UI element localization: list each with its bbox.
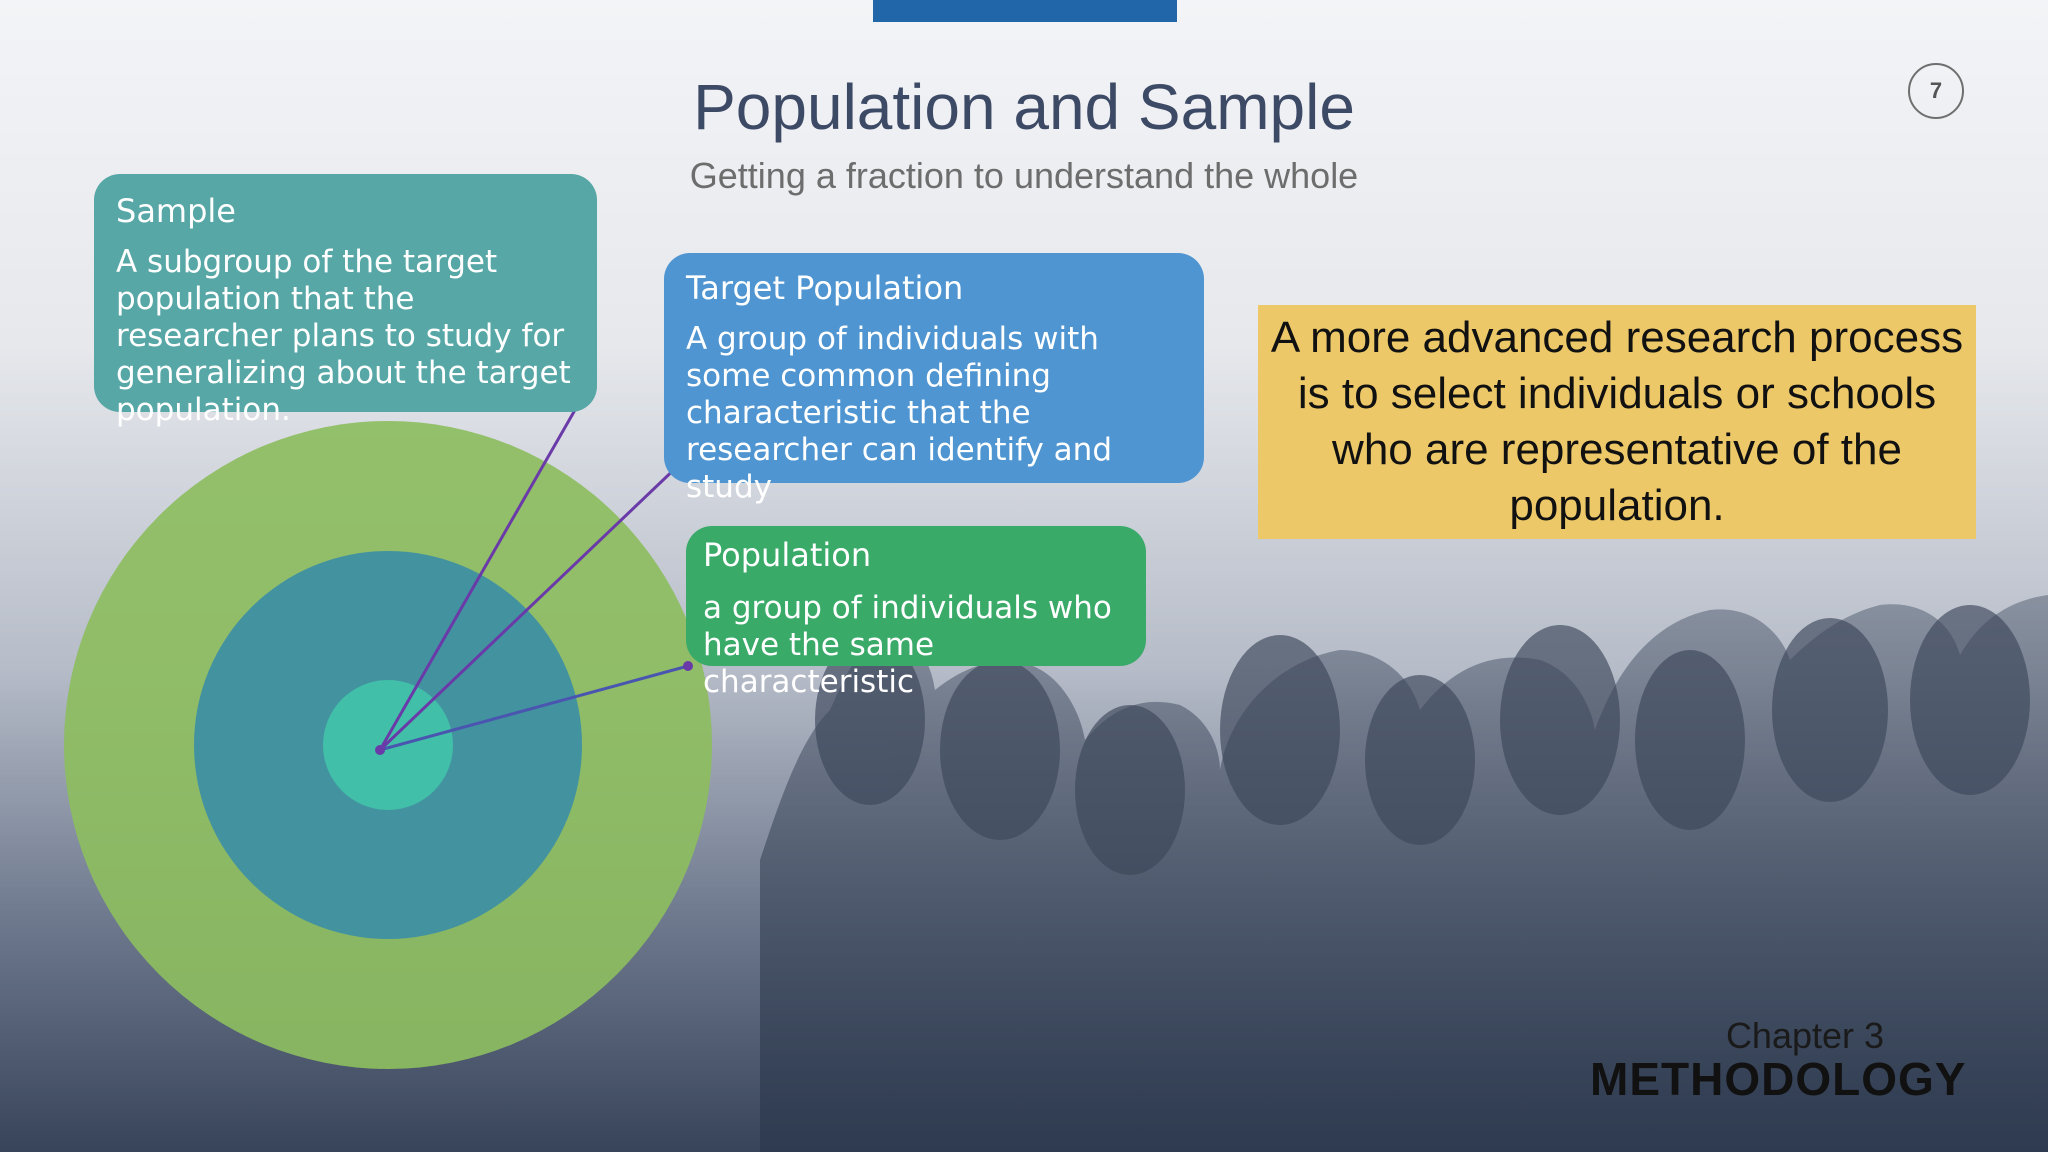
callout-target-body: A group of individuals with some common … bbox=[686, 321, 1182, 506]
note-box: A more advanced research process is to s… bbox=[1258, 305, 1976, 539]
accent-bar bbox=[873, 0, 1177, 22]
callout-target-title: Target Population bbox=[686, 269, 1182, 307]
callout-sample: Sample A subgroup of the target populati… bbox=[94, 174, 597, 412]
inner-circle-sample bbox=[323, 680, 453, 810]
connector-target-population bbox=[380, 462, 682, 750]
callout-sample-title: Sample bbox=[116, 192, 575, 230]
callout-target-population: Target Population A group of individuals… bbox=[664, 253, 1204, 483]
connector-end-dot-population bbox=[683, 661, 693, 671]
connector-population bbox=[380, 666, 688, 750]
outer-circle-population bbox=[64, 421, 712, 1069]
connector-sample bbox=[380, 396, 583, 750]
callout-population-title: Population bbox=[703, 536, 1129, 574]
section-label: METHODOLOGY bbox=[1590, 1052, 1945, 1106]
slide-title: Population and Sample bbox=[0, 70, 2048, 144]
note-text: A more advanced research process is to s… bbox=[1268, 310, 1966, 534]
callout-population-body: a group of individuals who have the same… bbox=[703, 590, 1129, 701]
connector-origin-dot bbox=[375, 745, 385, 755]
callout-sample-body: A subgroup of the target population that… bbox=[116, 244, 575, 429]
chapter-label: Chapter 3 bbox=[1590, 1015, 2020, 1057]
middle-circle-target-population bbox=[194, 551, 582, 939]
callout-population: Population a group of individuals who ha… bbox=[686, 526, 1146, 666]
